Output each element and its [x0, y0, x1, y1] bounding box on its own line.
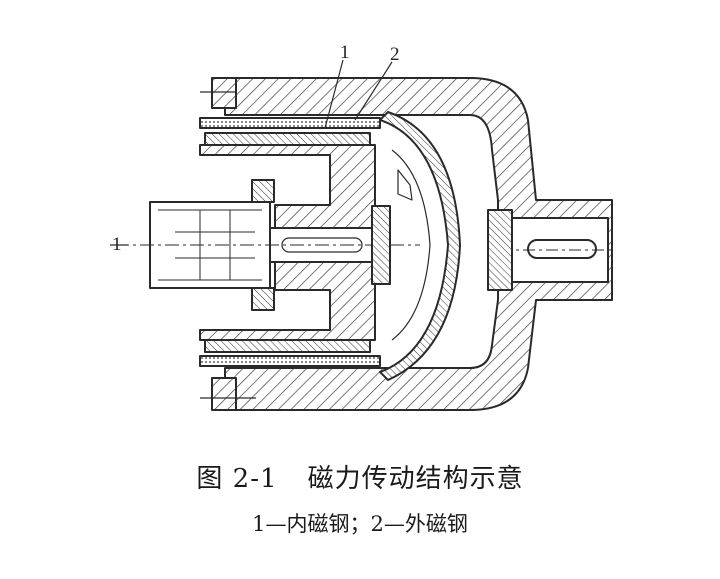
bottom-flange	[211, 377, 237, 411]
caption-legend: 1—内磁钢；2—外磁钢	[252, 512, 468, 536]
shaft-nut-top	[251, 179, 275, 203]
outer-housing	[224, 77, 613, 411]
shaft-nut-bottom	[251, 287, 275, 311]
output-shaft-slot	[527, 239, 597, 259]
outer-magnet-top	[199, 117, 381, 129]
inner-magnet-bottom	[204, 339, 371, 353]
callout-label-2: 2	[390, 44, 400, 65]
callout-label-axis: 1	[112, 234, 122, 255]
outer-magnet-bottom	[199, 355, 381, 367]
output-bearing	[487, 209, 513, 291]
figure-number: 图 2-1	[196, 464, 278, 494]
figure-title: 磁力传动结构示意	[307, 464, 524, 494]
callout-label-1: 1	[340, 42, 350, 63]
callout-leader-2	[354, 61, 393, 121]
top-flange	[211, 77, 237, 109]
figure-caption: 图 2-1 磁力传动结构示意 1—内磁钢；2—外磁钢	[0, 462, 720, 538]
inner-magnet-top	[204, 132, 371, 146]
callout-leader-1	[324, 59, 344, 129]
caption-title: 图 2-1 磁力传动结构示意	[0, 462, 720, 496]
magnetic-drive-diagram: 1 2 1	[110, 42, 613, 411]
containment-shell	[379, 111, 461, 381]
